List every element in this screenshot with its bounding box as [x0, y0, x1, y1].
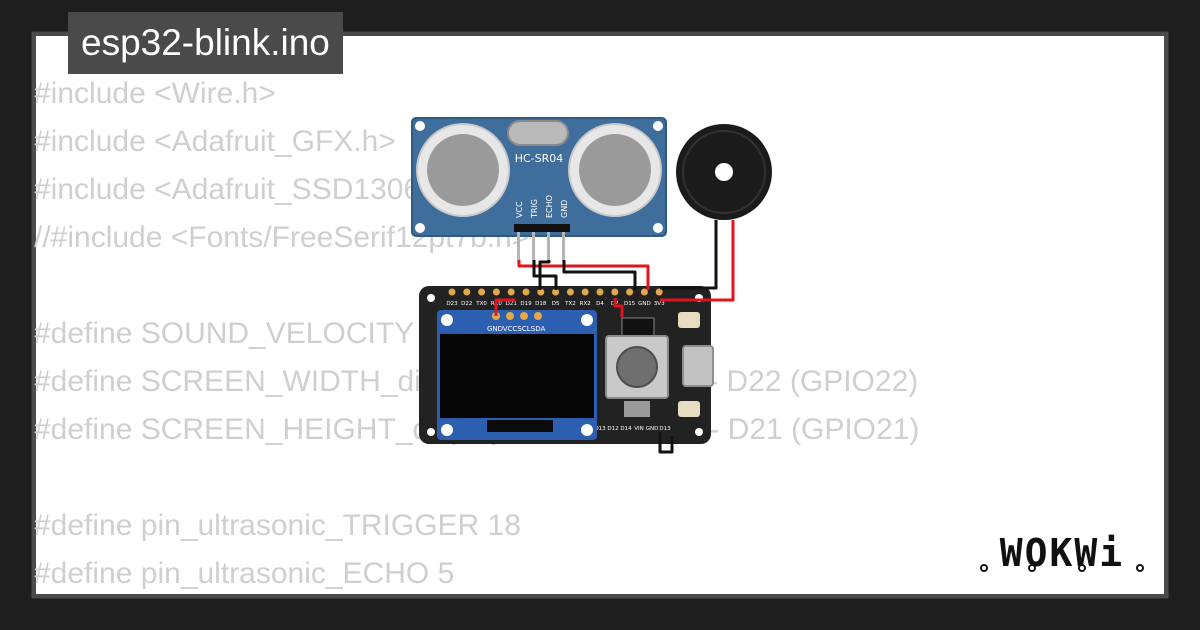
- board-pin: [596, 288, 604, 296]
- board-pin: [507, 288, 515, 296]
- mount-hole: [441, 424, 453, 436]
- transducer-mesh: [579, 134, 651, 206]
- code-line: #define SOUND_VELOCITY 0.034: [34, 317, 498, 350]
- board-pin-label: VIN: [634, 426, 644, 432]
- code-line: #define pin_ultrasonic_TRIGGER 18: [34, 509, 521, 542]
- pin-header: [514, 224, 570, 232]
- board-pin: [552, 288, 560, 296]
- switch: [624, 401, 650, 417]
- board-pin: [537, 288, 545, 296]
- board-pin-label: D18: [535, 301, 547, 307]
- board-pin-label: D15: [624, 301, 636, 307]
- wire-buzzer-pos: [660, 220, 735, 302]
- buzzer-hole: [715, 163, 733, 181]
- wires: [494, 220, 735, 454]
- oled-pin-label: GND: [487, 325, 503, 333]
- code-editor: #include <Wire.h> #include <Adafruit_GFX.…: [34, 70, 919, 598]
- board-pin-label: GND: [646, 426, 659, 432]
- mount-hole: [415, 223, 425, 233]
- buzzer[interactable]: [676, 124, 772, 220]
- card-border: [31, 31, 1169, 599]
- board-pin: [626, 288, 634, 296]
- wire-chip: [613, 298, 624, 318]
- mount-hole: [581, 424, 593, 436]
- board-pin: [448, 288, 456, 296]
- board-pin: [640, 288, 648, 296]
- mount-hole: [415, 121, 425, 131]
- sensor-pin: [517, 232, 520, 262]
- mount-hole: [581, 314, 593, 326]
- wire-echo: [538, 260, 551, 290]
- board-pin-label: D13: [594, 426, 606, 432]
- sensor-pin-label: VCC: [515, 201, 524, 218]
- oled-pin: [506, 312, 514, 320]
- board-pin: [611, 288, 619, 296]
- sensor-pin: [547, 232, 550, 262]
- board-pin-label: D4: [596, 301, 604, 307]
- joystick-knob[interactable]: [616, 346, 658, 388]
- oled-ribbon: [487, 420, 553, 432]
- board-pin-label: 3V3: [654, 301, 665, 307]
- wire-buzzer-neg: [660, 220, 718, 290]
- board-pin-label: D5: [552, 301, 560, 307]
- sensor-pin: [562, 232, 565, 262]
- code-line: #include <Adafruit_GFX.h>: [34, 125, 396, 158]
- sensor-pin: [532, 232, 535, 262]
- wokwi-logo-icon: WOKWi: [980, 531, 1144, 575]
- wire-gnd: [562, 260, 637, 290]
- wire-bottom: [658, 432, 674, 454]
- sensor-pin-label: ECHO: [545, 195, 554, 218]
- oled-pin: [534, 312, 542, 320]
- brand-text: WOKWi: [1000, 531, 1124, 575]
- oled-pin-label: SDA: [531, 325, 546, 333]
- board-pin-label: D23: [446, 301, 458, 307]
- board-pin-label: D14: [620, 426, 632, 432]
- file-title: esp32-blink.ino: [68, 12, 343, 74]
- board-pin-label: RX2: [580, 301, 591, 307]
- board-pin-label: D19: [520, 301, 532, 307]
- board-pin: [566, 288, 574, 296]
- code-line: #include <Wire.h>: [34, 77, 276, 110]
- sensor-label: HC-SR04: [515, 152, 564, 165]
- wire-vcc: [517, 260, 650, 290]
- board-pin: [463, 288, 471, 296]
- board-pin-label: TX0: [475, 301, 487, 307]
- board-pin: [492, 288, 500, 296]
- wire-trig: [532, 260, 558, 290]
- transducer-mesh: [427, 134, 499, 206]
- board-pin-label: D22: [461, 301, 472, 307]
- usb-port-icon: [682, 345, 714, 387]
- oled-pin: [520, 312, 528, 320]
- oled-pin-label: VCC: [503, 325, 518, 333]
- board-pin: [655, 288, 663, 296]
- oled-pin-label: SCL: [517, 325, 530, 333]
- board-pin-label: D13: [659, 426, 671, 432]
- mount-hole: [653, 121, 663, 131]
- board-pin: [478, 288, 486, 296]
- board-pin-label: GND: [638, 301, 651, 307]
- mount-hole: [653, 223, 663, 233]
- ultrasonic-sensor[interactable]: HC-SR04 VCC TRIG ECHO GND: [411, 117, 667, 262]
- sensor-pin-label: GND: [560, 200, 569, 218]
- board-pin: [581, 288, 589, 296]
- board-pin-label: D12: [607, 426, 618, 432]
- boot-button[interactable]: [678, 312, 700, 328]
- oled-screen: [440, 334, 594, 418]
- crystal: [507, 120, 569, 146]
- wire-oled: [494, 298, 515, 316]
- reset-button[interactable]: [678, 401, 700, 417]
- board-pin: [522, 288, 530, 296]
- board-pin-label: TX2: [564, 301, 576, 307]
- code-line: #define pin_ultrasonic_ECHO 5: [34, 557, 455, 590]
- buzzer-ring: [682, 130, 766, 214]
- sensor-pin-label: TRIG: [530, 199, 539, 219]
- mount-hole: [441, 314, 453, 326]
- board-pin-label: D21: [506, 301, 517, 307]
